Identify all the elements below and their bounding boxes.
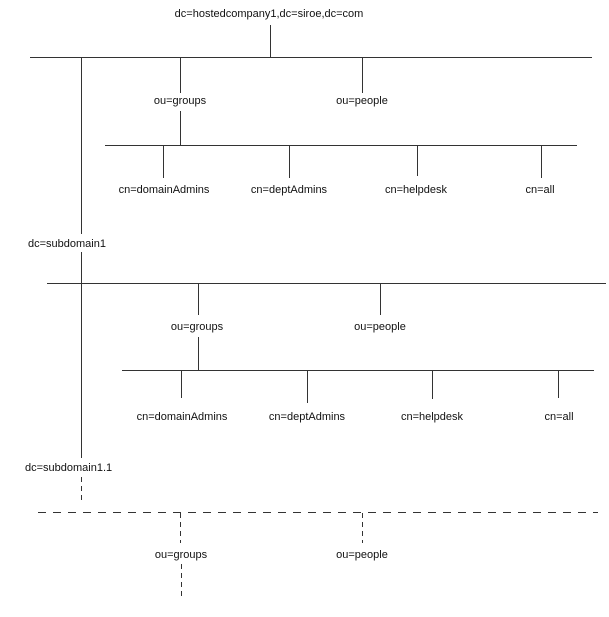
tree1-cn-domainadmins-label: cn=domainAdmins: [118, 184, 210, 196]
tree1-ou-people-connector: [362, 58, 363, 93]
subdomain1-trunk-lower: [81, 252, 82, 458]
subdomain1-dn-label: dc=subdomain1: [28, 238, 106, 250]
tree2-ou-groups-connector-bottom: [198, 337, 199, 370]
subdomain11-dn-label: dc=subdomain1.1: [25, 462, 113, 474]
tree2-cn-deptadmins-connector: [307, 371, 308, 403]
tree1-cn-deptadmins-label: cn=deptAdmins: [250, 184, 328, 196]
tree1-branch-line: [30, 57, 592, 58]
tree1-ou-groups-connector-top: [180, 58, 181, 93]
tree2-cn-domainadmins-label: cn=domainAdmins: [136, 411, 228, 423]
tree2-ou-groups-connector-top: [198, 284, 199, 315]
tree3-branch-line-dashed: [38, 512, 598, 513]
tree3-ou-people-connector-dashed: [362, 513, 363, 543]
tree3-ou-groups-label: ou=groups: [154, 549, 208, 561]
subdomain1-trunk-upper: [81, 58, 82, 234]
tree2-ou-people-label: ou=people: [354, 321, 406, 333]
subdomain11-trunk-dashed: [81, 477, 82, 503]
tree2-cn-domainadmins-connector: [181, 371, 182, 398]
tree2-cn-deptadmins-label: cn=deptAdmins: [268, 411, 346, 423]
root-dn-label: dc=hostedcompany1,dc=siroe,dc=com: [174, 8, 364, 20]
tree1-cn-all-label: cn=all: [525, 184, 555, 196]
tree2-cn-branch-line: [122, 370, 594, 371]
tree1-cn-helpdesk-connector: [417, 146, 418, 176]
tree2-cn-helpdesk-label: cn=helpdesk: [400, 411, 464, 423]
tree1-ou-groups-label: ou=groups: [153, 95, 207, 107]
tree2-ou-groups-label: ou=groups: [170, 321, 224, 333]
tree1-cn-branch-line: [105, 145, 577, 146]
tree2-cn-all-label: cn=all: [544, 411, 574, 423]
tree2-cn-helpdesk-connector: [432, 371, 433, 399]
tree2-branch-line: [47, 283, 606, 284]
tree1-cn-helpdesk-label: cn=helpdesk: [384, 184, 448, 196]
tree1-cn-all-connector: [541, 146, 542, 178]
tree1-cn-domainadmins-connector: [163, 146, 164, 178]
tree1-ou-people-label: ou=people: [336, 95, 388, 107]
tree1-ou-groups-connector-bottom: [180, 111, 181, 145]
tree3-ou-groups-connector-bottom-dashed: [181, 564, 182, 600]
tree2-cn-all-connector: [558, 371, 559, 398]
tree3-ou-groups-connector-top-dashed: [180, 513, 181, 543]
tree2-ou-people-connector: [380, 284, 381, 315]
root-connector-vertical: [270, 25, 271, 57]
tree1-cn-deptadmins-connector: [289, 146, 290, 178]
tree3-ou-people-label: ou=people: [336, 549, 388, 561]
